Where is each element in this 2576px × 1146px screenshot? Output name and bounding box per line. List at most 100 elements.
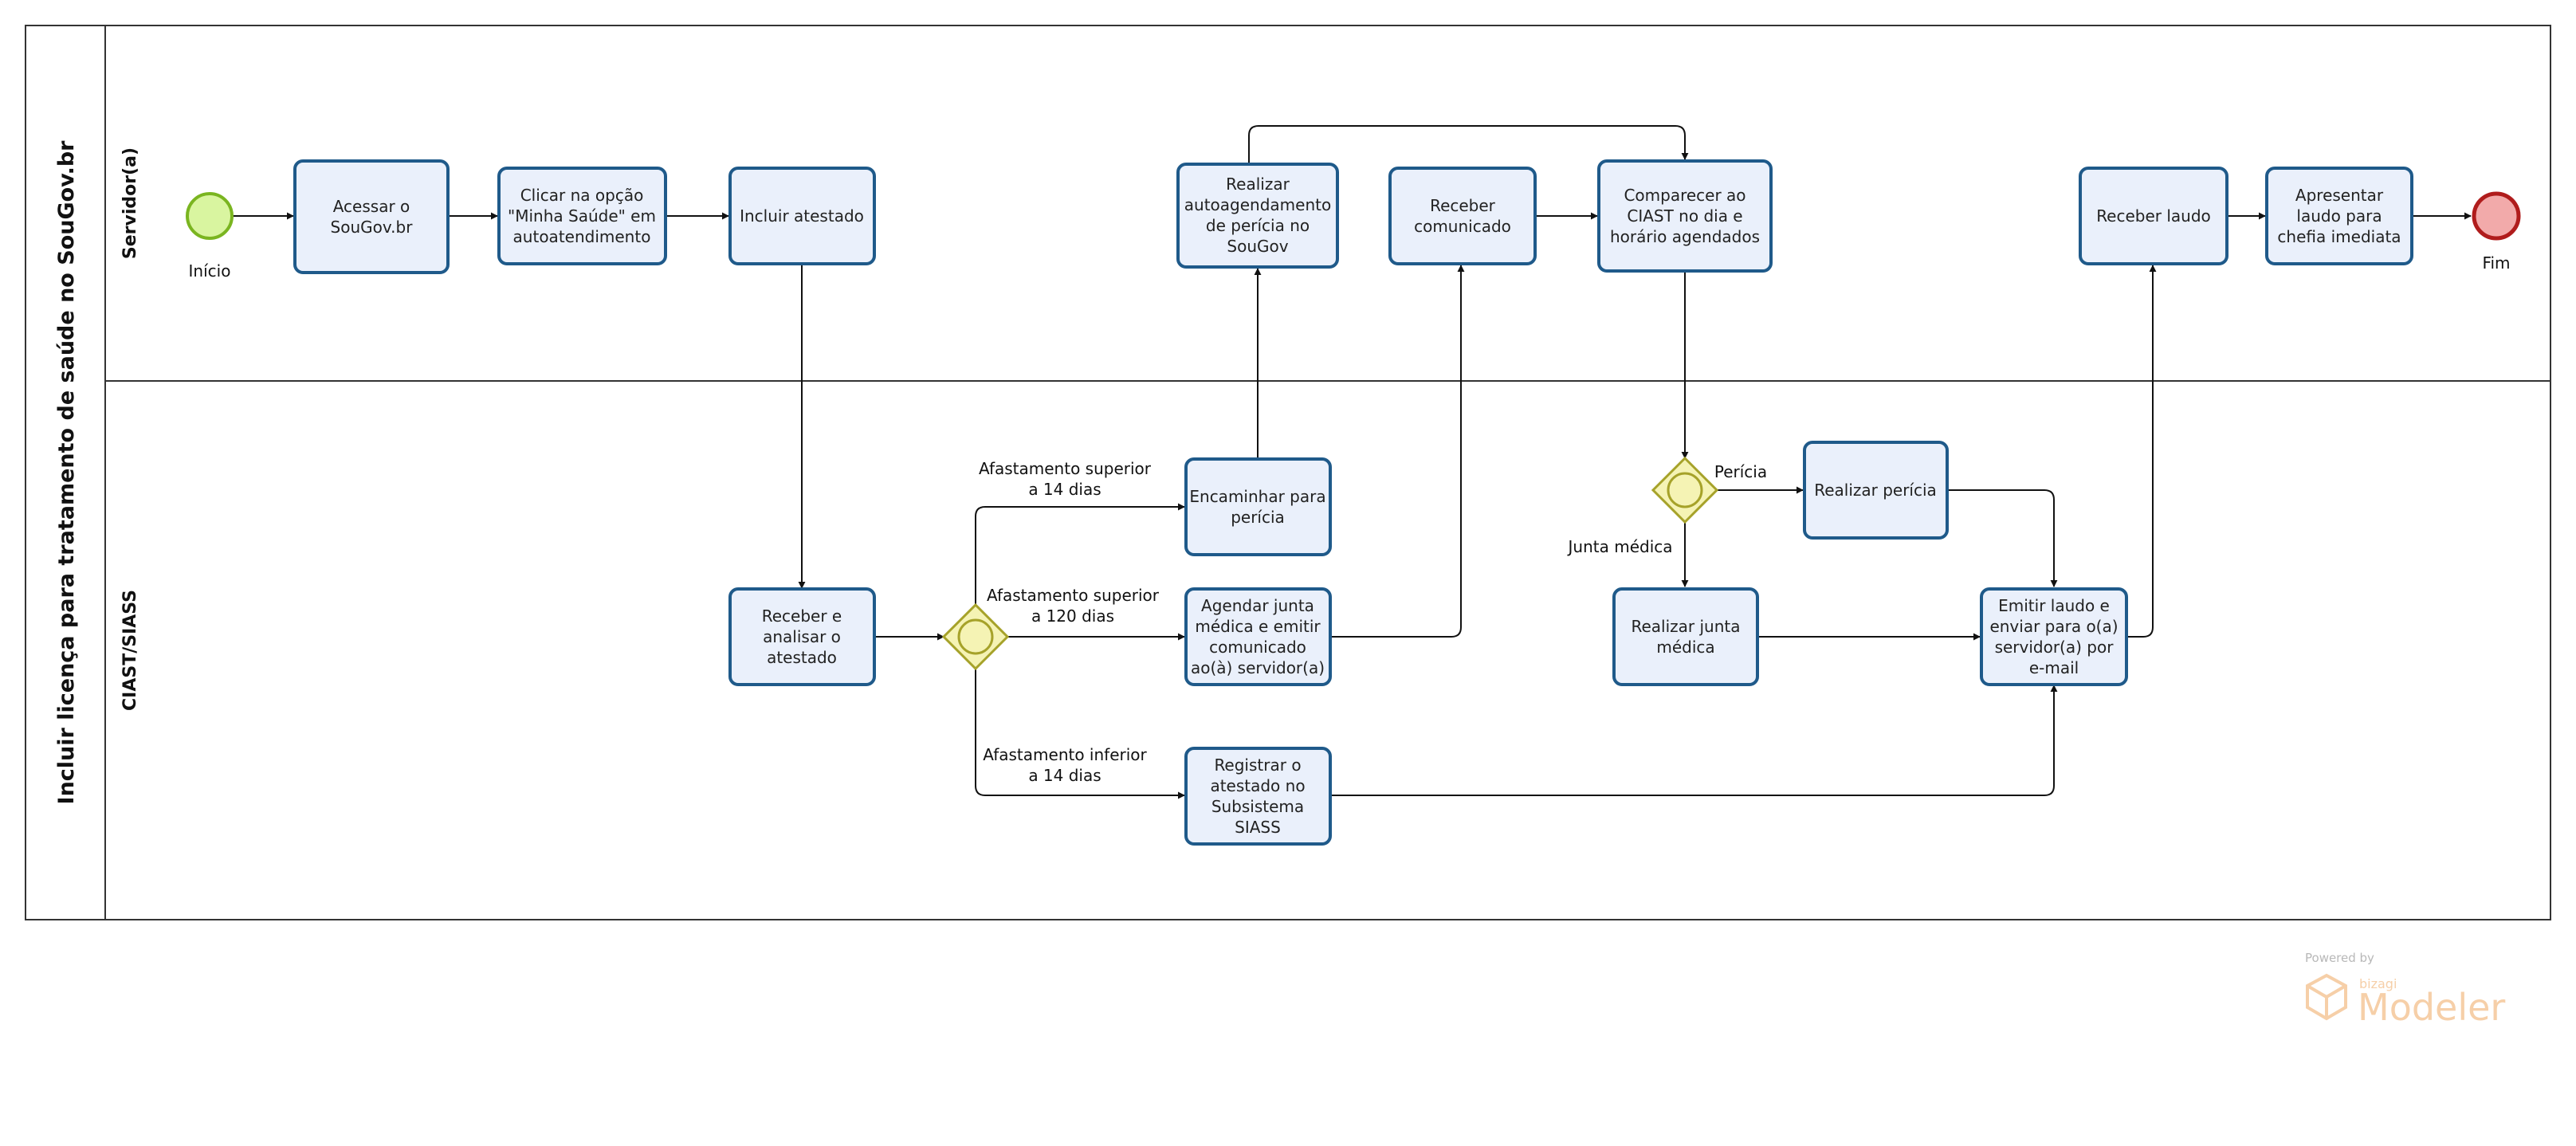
text-line: Afastamento superior	[987, 586, 1160, 605]
text-line: "Minha Saúde" em	[508, 206, 656, 226]
text-line: Incluir atestado	[740, 206, 864, 226]
task-clicar	[497, 167, 667, 265]
end-event: Fim	[2472, 191, 2521, 273]
text-line: Receber laudo	[2096, 206, 2211, 226]
text-line: SIASS	[1235, 818, 1281, 837]
bizagi-logo-icon	[2306, 973, 2347, 1021]
text-line: atestado no	[1210, 776, 1305, 795]
text-line: Perícia	[1714, 462, 1767, 481]
text-line: Junta médica	[1567, 537, 1673, 556]
text-line: Subsistema	[1211, 797, 1304, 816]
text-line: médica	[1656, 638, 1714, 657]
pool-title: Incluir licença para tratamento de saúde…	[54, 140, 79, 805]
start-event-label: Início	[189, 261, 231, 281]
task-registrar	[1184, 747, 1332, 846]
text-line: a 14 dias	[1028, 766, 1101, 785]
flow-registrar-emitir	[1330, 685, 2058, 796]
task-receber-comunicado	[1388, 167, 1537, 265]
flow-label-inf14: Afastamento inferior a 14 dias	[983, 745, 1147, 785]
task-apresentar	[2265, 167, 2413, 265]
bizagi-label: bizagi	[2359, 976, 2397, 991]
task-receber-laudo	[2079, 167, 2228, 265]
text-line: servidor(a) por	[1995, 638, 2115, 657]
lane-servidor-label: Servidor(a)	[120, 147, 140, 259]
text-line: a 120 dias	[1031, 606, 1114, 626]
text-line: Clicar na opção	[520, 186, 644, 205]
task-receber-laudo-label: Receber laudo	[2096, 206, 2211, 226]
text-line: atestado	[767, 648, 837, 667]
flow-agendar-receber-comunicado	[1330, 265, 1465, 638]
text-line: Afastamento superior	[979, 459, 1152, 478]
powered-by-label: Powered by	[2305, 951, 2374, 965]
task-agendar	[1184, 587, 1332, 686]
text-line: Comparecer ao	[1624, 186, 1745, 205]
text-line: autoatendimento	[513, 227, 651, 246]
text-line: chefia imediata	[2277, 227, 2401, 246]
flow-gateway-registrar	[975, 669, 1185, 799]
task-receber-analisar	[728, 587, 876, 686]
text-line: laudo para	[2296, 206, 2382, 226]
task-acessar-label: Acessar o SouGov.br	[331, 197, 414, 237]
modeler-label: Modeler	[2358, 986, 2505, 1029]
bizagi-branding: Powered by bizagi Modeler	[2305, 951, 2505, 1029]
flow-labels: Afastamento superior a 14 dias Afastament…	[979, 459, 1767, 785]
text-line: Acessar o	[333, 197, 410, 216]
gateway-pericia-junta	[1651, 456, 1719, 524]
text-line: Receber	[1430, 196, 1496, 215]
lane-ciast-label: CIAST/SIASS	[120, 590, 140, 711]
flow-label-sup14: Afastamento superior a 14 dias	[979, 459, 1152, 499]
text-line: Encaminhar para	[1189, 487, 1325, 506]
flow-realizar-pericia-emitir	[1947, 489, 2058, 587]
task-incluir-label: Incluir atestado	[740, 206, 864, 226]
task-emitir-label: Emitir laudo e enviar para o(a) servidor(a…	[1989, 596, 2118, 677]
task-receber-comunicado-label: Receber comunicado	[1414, 196, 1511, 236]
task-encaminhar-label: Encaminhar para perícia	[1189, 487, 1325, 527]
sequence-flows	[233, 125, 2472, 799]
task-incluir	[728, 167, 876, 265]
task-comparecer	[1597, 159, 1773, 273]
end-event-label: Fim	[2482, 253, 2510, 273]
start-event: Início	[186, 192, 234, 281]
task-encaminhar	[1184, 457, 1332, 556]
text-line: de perícia no	[1206, 216, 1310, 235]
text-line: Agendar junta	[1201, 596, 1314, 615]
flow-gateway-encaminhar	[975, 503, 1185, 606]
text-line: SouGov	[1227, 237, 1288, 256]
text-line: autoagendamento	[1184, 195, 1331, 214]
text-line: horário agendados	[1610, 227, 1760, 246]
text-line: Realizar junta	[1631, 617, 1740, 636]
task-realizar-junta	[1612, 587, 1759, 686]
text-line: comunicado	[1209, 638, 1306, 657]
text-line: analisar o	[763, 627, 841, 646]
text-line: perícia	[1231, 508, 1285, 527]
text-line: Registrar o	[1214, 755, 1301, 775]
task-realizar-junta-label: Realizar junta médica	[1631, 617, 1740, 657]
text-line: CIAST no dia e	[1627, 206, 1742, 226]
gateway-afastamento	[941, 602, 1010, 671]
tasks	[293, 159, 2413, 846]
text-line: a 14 dias	[1028, 480, 1101, 499]
text-line: Afastamento inferior	[983, 745, 1147, 764]
task-realizar-auto	[1176, 163, 1339, 269]
flow-realizar-auto-comparecer	[1248, 125, 1689, 163]
text-line: médica e emitir	[1195, 617, 1321, 636]
text-line: enviar para o(a)	[1989, 617, 2118, 636]
task-realizar-pericia	[1803, 441, 1949, 540]
task-labels: Acessar o SouGov.br Clicar na opção"Minha…	[331, 175, 2401, 837]
text-line: Realizar perícia	[1814, 481, 1937, 500]
text-line: Realizar	[1226, 175, 1290, 194]
text-line: Emitir laudo e	[1998, 596, 2110, 615]
task-acessar	[293, 159, 450, 274]
text-line: SouGov.br	[331, 218, 414, 237]
task-realizar-pericia-label: Realizar perícia	[1814, 481, 1937, 500]
text-line: comunicado	[1414, 217, 1511, 236]
text-line: Apresentar	[2295, 186, 2384, 205]
